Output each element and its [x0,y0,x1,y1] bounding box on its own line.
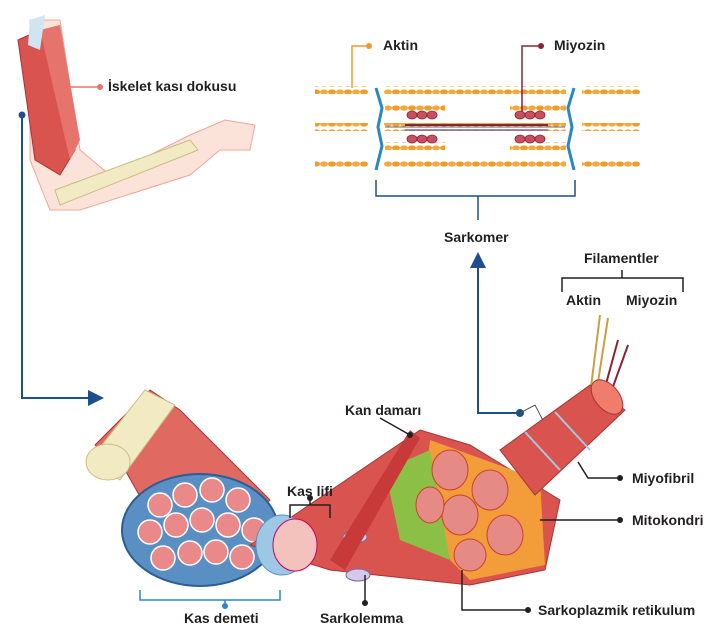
label-myosin-filament: Miyozin [626,292,678,308]
mitochondria-dot [617,517,623,523]
myofibril-leader [577,461,618,479]
sarcoplasmic-reticulum-leader [461,570,526,611]
myosin-dot [538,43,544,49]
filaments-bracket [561,270,684,292]
sarcoplasmic-reticulum-dot [525,607,531,613]
muscle-bundle-bracket [139,590,281,606]
label-actin-filament: Aktin [566,292,601,308]
sarcolemma-dot [362,600,368,606]
muscle-bundle-illustration [85,389,279,587]
blood-vessel-leader [379,417,411,436]
label-skeletal-tissue: İskelet kası dokusu [108,78,237,94]
label-mitochondria: Mitokondri [632,512,704,528]
sarcomere-illustration [315,84,640,174]
myofibril-dot [617,475,623,481]
label-sarcomere: Sarkomer [444,229,509,245]
label-muscle-fiber: Kas lifi [287,483,333,499]
blood-vessel-dot [407,432,413,438]
muscle-bundle-dot [222,603,228,609]
skeletal-tissue-dot [97,84,103,90]
flow-arrow-to-sarcomere [470,252,520,414]
label-filaments: Filamentler [584,250,659,266]
actin-dot [366,43,372,49]
label-muscle-bundle: Kas demeti [184,610,259,626]
label-actin: Aktin [383,37,418,53]
flow-arrow-to-bundle [21,115,104,406]
actin-leader [351,45,368,88]
muscle-fiber-dot [307,495,313,501]
label-sarcolemma: Sarkolemma [320,610,404,626]
label-blood-vessel: Kan damarı [345,402,422,418]
label-myosin: Miyozin [554,37,606,53]
myofibril-illustration [499,379,626,496]
arm-illustration [17,15,256,211]
myosin-leader [521,45,540,112]
label-myofibril: Miyofibril [632,470,695,486]
muscle-fiber-illustration [248,429,561,586]
label-sarcoplasmic-reticulum: Sarkoplazmik retikulum [538,602,696,618]
sarcomere-bracket [375,180,576,220]
